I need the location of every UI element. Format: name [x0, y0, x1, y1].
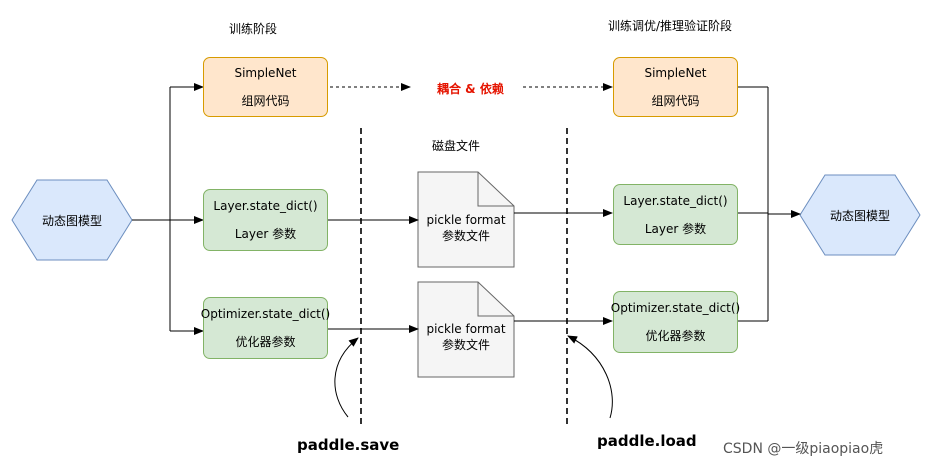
left-optimizer-title: Optimizer.state_dict() [200, 307, 331, 321]
training-stage-header: 训练阶段 [229, 22, 278, 36]
right-layer-title: Layer.state_dict() [623, 193, 728, 208]
right-simplenet-subtitle: 组网代码 [651, 94, 700, 108]
right-layer-subtitle: Layer 参数 [644, 221, 707, 236]
file-2-format: pickle format [426, 322, 506, 336]
left-simplenet-title: SimpleNet [234, 66, 297, 80]
file-1-format: pickle format [426, 213, 506, 227]
tuning-stage-header: 训练调优/推理验证阶段 [608, 19, 733, 33]
left-optimizer-subtitle: 优化器参数 [235, 335, 296, 349]
file-doc-1 [417, 171, 515, 268]
file-doc-2 [417, 281, 515, 378]
save-pointer-curve [334, 337, 359, 418]
paddle-load-label: paddle.load [597, 432, 697, 450]
left-optimizer-box: Optimizer.state_dict() 优化器参数 [200, 297, 331, 359]
right-optimizer-title: Optimizer.state_dict() [610, 301, 741, 315]
left-layer-title: Layer.state_dict() [213, 199, 318, 213]
right-model-hexagon [799, 174, 921, 256]
coupling-label: 耦合 & 依赖 [437, 82, 504, 96]
left-layer-subtitle: Layer 参数 [234, 227, 297, 241]
right-simplenet-title: SimpleNet [644, 66, 707, 80]
right-optimizer-box: Optimizer.state_dict() 优化器参数 [610, 291, 741, 353]
left-layer-box: Layer.state_dict() Layer 参数 [203, 189, 328, 251]
paddle-save-label: paddle.save [297, 436, 400, 454]
left-simplenet-box: SimpleNet 组网代码 [203, 57, 328, 117]
left-simplenet-subtitle: 组网代码 [241, 94, 290, 108]
left-model-label: 动态图模型 [41, 214, 102, 228]
file-1-label: pickle format 参数文件 [418, 212, 514, 244]
right-simplenet-box: SimpleNet 组网代码 [613, 57, 738, 117]
file-2-label: pickle format 参数文件 [418, 321, 514, 353]
disk-files-header: 磁盘文件 [432, 139, 481, 153]
right-optimizer-subtitle: 优化器参数 [645, 329, 706, 343]
right-merge-connectors [738, 86, 801, 322]
left-branch-connectors [132, 83, 204, 335]
file-2-name: 参数文件 [441, 338, 490, 352]
right-model-label: 动态图模型 [829, 209, 890, 223]
file-1-name: 参数文件 [441, 229, 490, 243]
watermark: CSDN @一级piaopiao虎 [723, 441, 884, 457]
load-pointer-curve [567, 335, 613, 419]
right-layer-box: Layer.state_dict() Layer 参数 [613, 184, 738, 245]
